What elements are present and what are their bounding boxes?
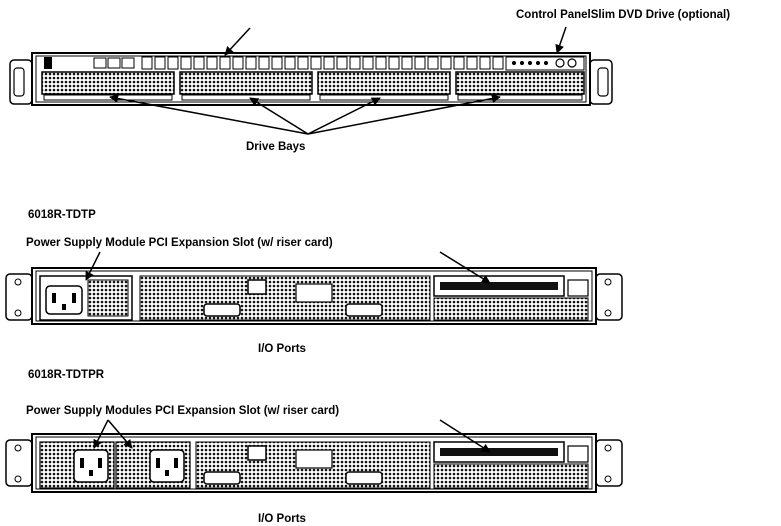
vent-slot — [466, 56, 478, 70]
arrow-psu2-tdtpr — [107, 419, 133, 449]
lan-port — [247, 279, 267, 295]
power-supply-module-2 — [115, 441, 191, 489]
front-vent-row — [141, 56, 504, 70]
vent-slot — [167, 56, 179, 70]
arrows-drive-bays — [109, 94, 501, 135]
vent-slot — [414, 56, 426, 70]
pci-expansion-slot — [433, 441, 589, 489]
control-panel — [505, 56, 585, 71]
arrow-dvd-drive — [555, 26, 567, 54]
drive-bay-3 — [317, 71, 451, 95]
vent-slot — [245, 56, 257, 70]
vent-slot — [323, 56, 335, 70]
vent-slot — [453, 56, 465, 70]
label-io-ports-tdtp: I/O Ports — [258, 343, 306, 355]
power-inlet-icon — [73, 449, 109, 483]
label-callout-tdtpr: Power Supply Modules PCI Expansion Slot … — [26, 405, 340, 417]
rear-chassis-tdtp — [5, 267, 623, 325]
vent-slot — [349, 56, 361, 70]
pci-expansion-slot — [433, 275, 589, 321]
vent-slot — [206, 56, 218, 70]
vent-slot — [219, 56, 231, 70]
vent-slot — [258, 56, 270, 70]
vent-slot — [492, 56, 504, 70]
drive-bay-1 — [41, 71, 175, 95]
com-port — [345, 303, 383, 317]
arrow-pci-tdtpr — [439, 419, 491, 453]
label-io-ports-tdtpr: I/O Ports — [258, 513, 306, 525]
vent-slot — [388, 56, 400, 70]
drive-bay-2 — [179, 71, 313, 95]
label-callout-tdtp: Power Supply Module PCI Expansion Slot (… — [26, 237, 333, 249]
arrow-control-panel — [224, 27, 251, 56]
vent-slot — [362, 56, 374, 70]
vent-slot — [479, 56, 491, 70]
vent-slot — [271, 56, 283, 70]
lan-port — [247, 445, 267, 461]
drive-bay-4 — [455, 71, 585, 95]
vent-slot — [141, 56, 153, 70]
power-supply-module-1 — [39, 441, 115, 489]
vent-slot — [297, 56, 309, 70]
label-model-tdtpr: 6018R-TDTPR — [28, 369, 105, 381]
vent-slot — [310, 56, 322, 70]
vga-port — [203, 303, 241, 317]
vent-slot — [401, 56, 413, 70]
power-inlet-icon — [149, 449, 185, 483]
arrow-psu-tdtp — [85, 251, 101, 281]
front-chassis — [9, 52, 613, 106]
arrow-psu1-tdtpr — [93, 419, 109, 449]
vga-port — [203, 471, 241, 485]
label-control-panel-dvd: Control PanelSlim DVD Drive (optional) — [516, 9, 731, 21]
vent-slot — [232, 56, 244, 70]
vent-slot — [336, 56, 348, 70]
com-port — [345, 471, 383, 485]
vent-slot — [154, 56, 166, 70]
vent-slot — [193, 56, 205, 70]
rear-chassis-tdtpr — [5, 433, 623, 493]
vent-slot — [180, 56, 192, 70]
power-supply-module — [39, 275, 133, 321]
arrow-pci-tdtp — [439, 251, 491, 284]
vent-slot — [427, 56, 439, 70]
label-model-tdtp: 6018R-TDTP — [28, 209, 96, 221]
vent-slot — [375, 56, 387, 70]
vent-slot — [440, 56, 452, 70]
label-drive-bays: Drive Bays — [246, 141, 306, 153]
vent-slot — [284, 56, 296, 70]
